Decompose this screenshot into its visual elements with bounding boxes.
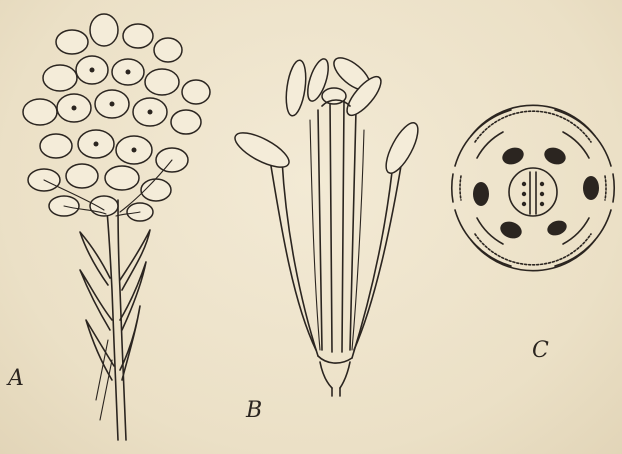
figure-label-a: A [8,366,24,391]
figure-a-flower-cluster [23,14,210,221]
figure-c-floral-diagram [452,105,614,270]
figure-b-stamens [230,52,424,396]
figure-label-b: B [246,398,262,423]
figure-label-c: C [532,338,549,363]
figure-a-inflorescence [23,14,210,440]
